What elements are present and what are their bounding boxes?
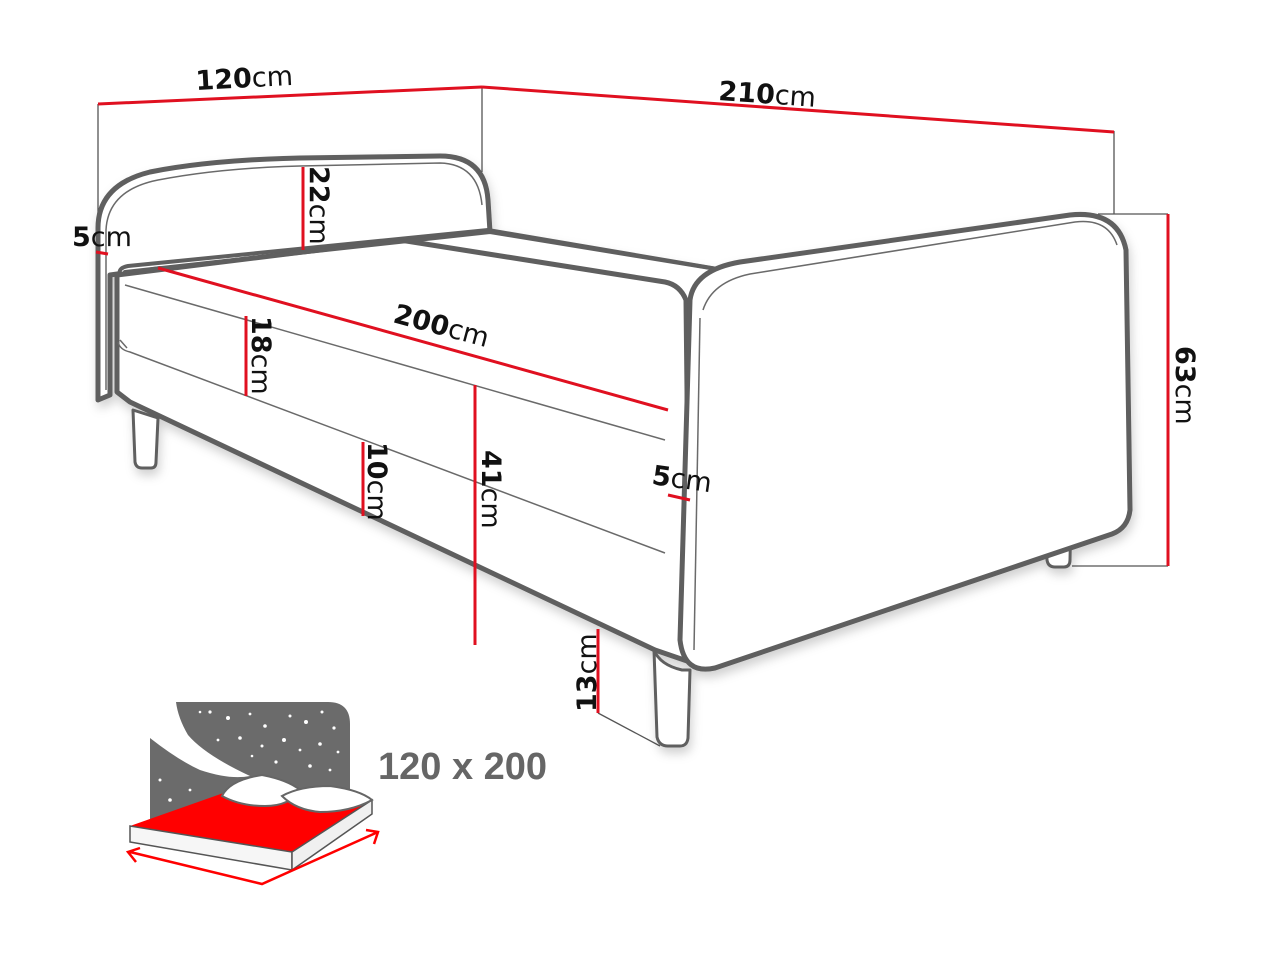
bed-frame [95,153,1133,748]
headboard [95,153,493,403]
label-overall-length: 210cm [718,76,817,114]
svg-text:210cm: 210cm [718,76,817,114]
label-leg-height: 13cm [572,633,603,712]
svg-text:13cm: 13cm [572,633,603,712]
mattress-size-label: 120 x 200 [378,746,547,788]
label-overall-width: 120cm [195,61,294,97]
svg-text:5cm: 5cm [650,460,714,499]
label-base-height: 10cm [361,442,392,521]
label-mattress-height: 18cm [245,316,276,395]
svg-text:10cm: 10cm [361,442,392,521]
label-seat-height: 41cm [475,450,506,529]
leg-front-right [652,648,692,748]
svg-text:22cm: 22cm [303,166,334,245]
footboard [677,211,1133,672]
leg-back-left [131,408,160,470]
svg-text:41cm: 41cm [475,450,506,529]
dimension-lines [95,85,1170,713]
bed-side-panel [114,237,693,665]
svg-text:18cm: 18cm [245,316,276,395]
label-headboard-height: 22cm [303,166,334,245]
svg-text:63cm: 63cm [1169,346,1200,425]
svg-text:5cm: 5cm [72,222,132,253]
label-overall-height: 63cm [1169,346,1200,425]
svg-text:120cm: 120cm [195,61,294,97]
bed-night-stars-icon [125,702,380,886]
label-footboard-thickness: 5cm [650,460,714,499]
stars [158,710,340,802]
label-headboard-thickness: 5cm [72,222,132,253]
